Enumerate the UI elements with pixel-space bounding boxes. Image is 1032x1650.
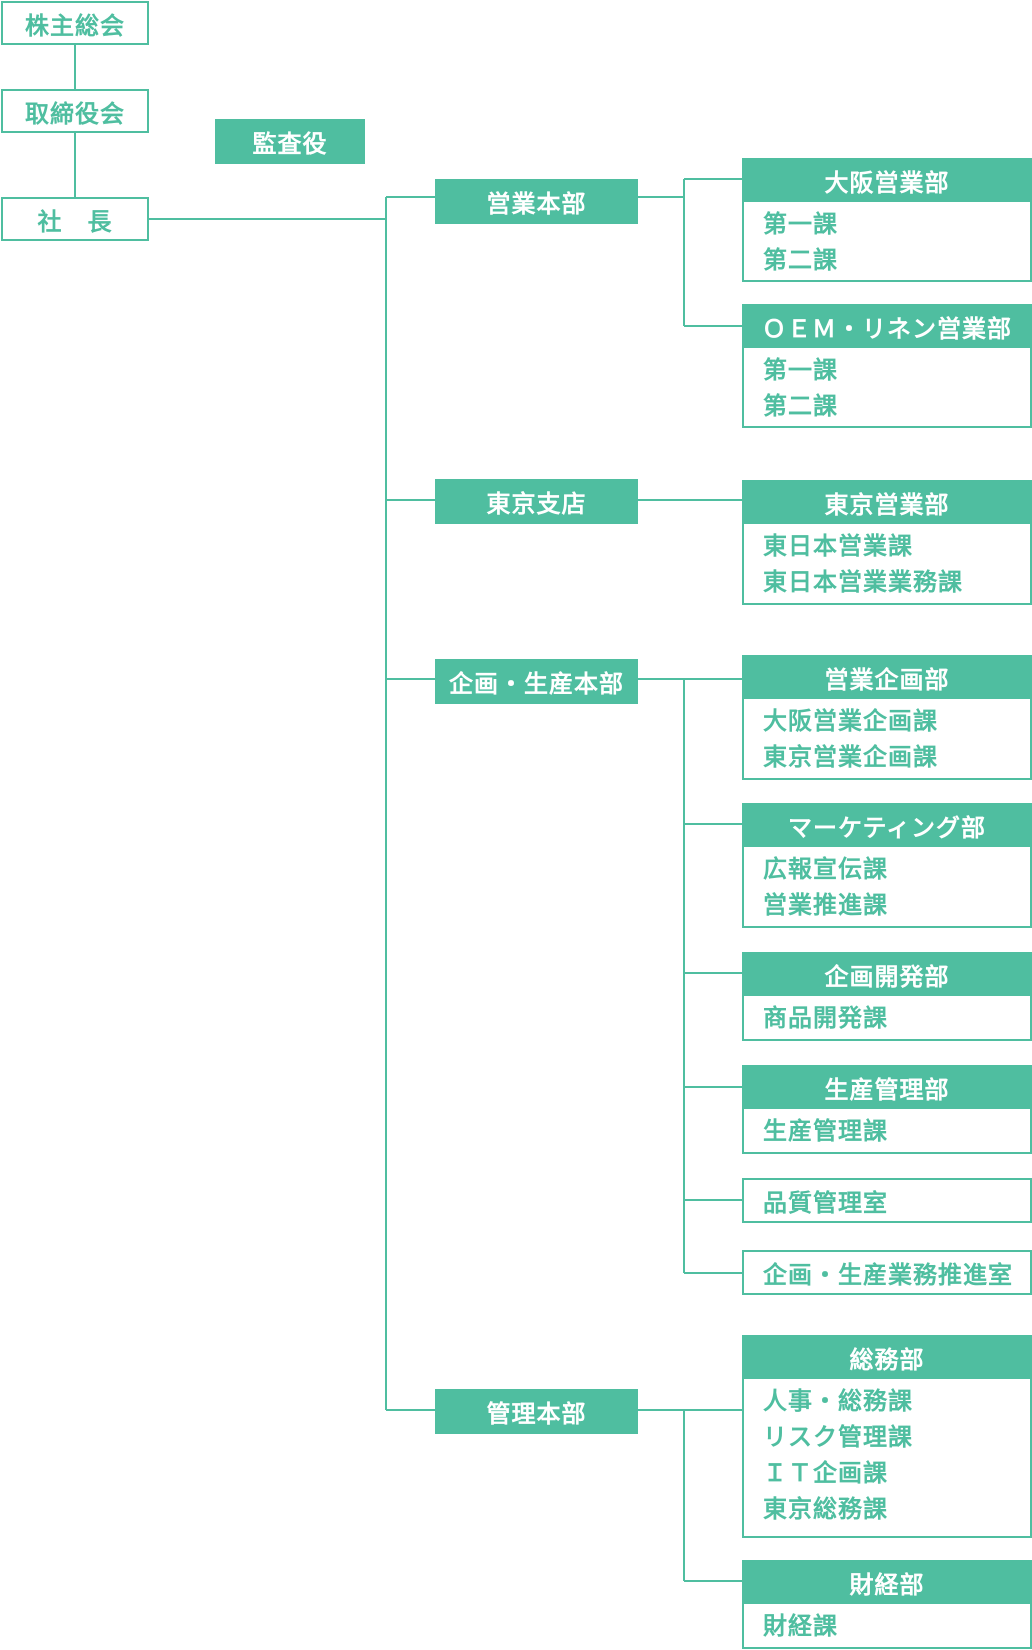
section-item: ＩＴ企画課: [763, 1459, 888, 1487]
dept-tokyo-sales: 東京営業部 東日本営業課 東日本営業業務課: [742, 480, 1032, 605]
section-item: 第二課: [763, 246, 838, 274]
dept-general-affairs: 総務部 人事・総務課 リスク管理課 ＩＴ企画課 東京総務課: [742, 1335, 1032, 1538]
division-sales-hq: 営業本部: [435, 179, 638, 224]
dept-title: 生産管理部: [742, 1065, 1032, 1109]
dept-title: 東京営業部: [742, 480, 1032, 524]
dept-title: 大阪営業部: [742, 158, 1032, 202]
dept-title: 財経部: [742, 1560, 1032, 1604]
division-tokyo-branch: 東京支店: [435, 479, 638, 524]
division-planning-production-hq: 企画・生産本部: [435, 659, 638, 704]
shareholders-meeting-box: 株主総会: [1, 1, 149, 45]
dept-title: 企画開発部: [742, 952, 1032, 996]
section-item: 大阪営業企画課: [763, 707, 938, 735]
dept-finance: 財経部 財経課: [742, 1560, 1032, 1649]
section-item: リスク管理課: [763, 1423, 913, 1451]
office-quality-control: 品質管理室: [742, 1178, 1032, 1223]
dept-title: 総務部: [742, 1335, 1032, 1379]
section-item: 営業推進課: [763, 891, 888, 919]
section-item: 商品開発課: [763, 1004, 888, 1032]
section-item: 第二課: [763, 392, 838, 420]
board-of-directors-box: 取締役会: [1, 89, 149, 133]
section-item: 広報宣伝課: [763, 855, 888, 883]
section-item: 東京営業企画課: [763, 743, 938, 771]
section-item: 東日本営業課: [763, 532, 913, 560]
president-box: 社 長: [1, 197, 149, 241]
dept-oem-linen-sales: ＯＥＭ・リネン営業部 第一課 第二課: [742, 304, 1032, 428]
dept-product-development: 企画開発部 商品開発課: [742, 952, 1032, 1041]
auditor-box: 監査役: [215, 119, 365, 164]
dept-production-management: 生産管理部 生産管理課: [742, 1065, 1032, 1154]
dept-title: ＯＥＭ・リネン営業部: [742, 304, 1032, 348]
dept-osaka-sales: 大阪営業部 第一課 第二課: [742, 158, 1032, 282]
section-item: 東京総務課: [763, 1495, 888, 1523]
section-item: 生産管理課: [763, 1117, 888, 1145]
division-admin-hq: 管理本部: [435, 1389, 638, 1434]
section-item: 財経課: [763, 1612, 838, 1640]
dept-title: 営業企画部: [742, 655, 1032, 699]
dept-sales-planning: 営業企画部 大阪営業企画課 東京営業企画課: [742, 655, 1032, 780]
dept-marketing: マーケティング部 広報宣伝課 営業推進課: [742, 803, 1032, 928]
section-item: 東日本営業業務課: [763, 568, 963, 596]
office-planning-operations: 企画・生産業務推進室: [742, 1250, 1032, 1295]
section-item: 第一課: [763, 210, 838, 238]
section-item: 人事・総務課: [763, 1387, 913, 1415]
dept-title: マーケティング部: [742, 803, 1032, 847]
section-item: 第一課: [763, 356, 838, 384]
